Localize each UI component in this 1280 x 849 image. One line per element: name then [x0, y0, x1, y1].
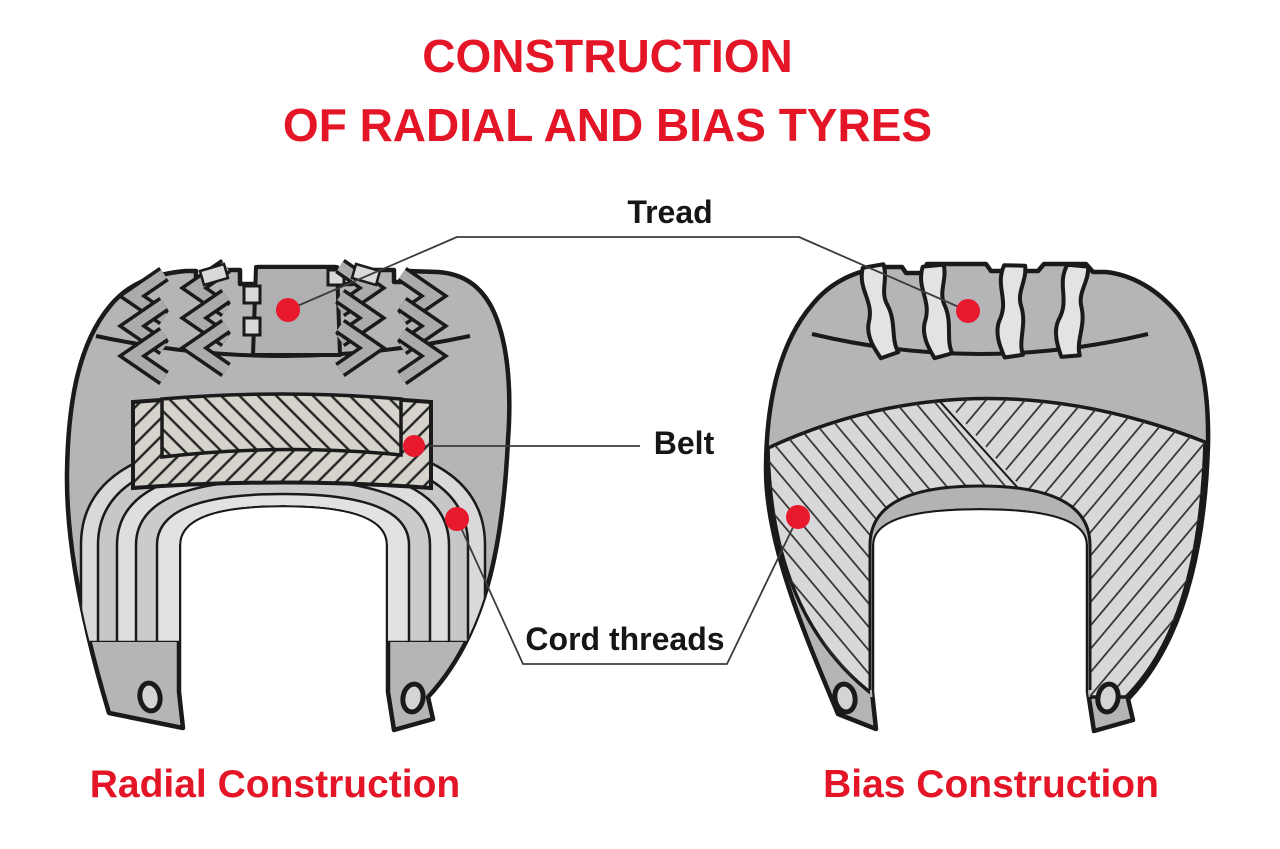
belt-label: Belt	[653, 425, 715, 461]
cord-threads-leader-line	[456, 518, 798, 665]
marker-dots	[276, 298, 980, 531]
radial-tread-blocks	[116, 258, 450, 386]
cord-threads-label: Cord threads	[525, 621, 725, 657]
leader-lines	[287, 236, 969, 665]
radial-construction-caption: Radial Construction	[89, 763, 461, 806]
radial-tyre-diagram	[64, 258, 512, 733]
tread-marker-radial	[276, 298, 300, 322]
bias-undertread-line	[811, 332, 1149, 356]
bias-bead-hole-left	[832, 681, 858, 715]
bias-bead-hole-right	[1095, 681, 1121, 715]
page-title: CONSTRUCTION OF RADIAL AND BIAS TYRES	[0, 22, 1215, 160]
radial-belt	[131, 392, 433, 491]
page-title-line1: CONSTRUCTION	[422, 30, 793, 82]
cord-marker-bias	[786, 505, 810, 529]
tread-leader-line	[287, 236, 969, 312]
tread-label: Tread	[627, 194, 713, 230]
page-title-line2: OF RADIAL AND BIAS TYRES	[282, 99, 933, 151]
radial-bead-hole-left	[137, 680, 163, 714]
radial-bead-hole-right	[400, 681, 426, 715]
bias-tread-grooves	[859, 262, 1091, 361]
belt-marker-radial	[403, 435, 425, 457]
bias-construction-caption: Bias Construction	[823, 763, 1159, 806]
bias-tyre-diagram	[763, 261, 1211, 734]
tread-marker-bias	[956, 299, 980, 323]
cord-marker-radial	[445, 507, 469, 531]
